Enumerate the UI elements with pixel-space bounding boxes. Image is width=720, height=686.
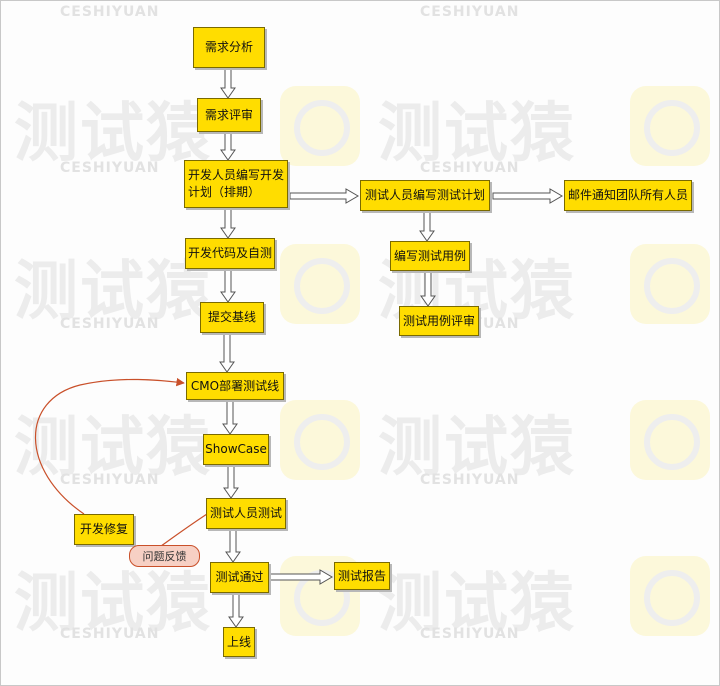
watermark-subtext: CESHIYUAN — [60, 4, 160, 20]
arrow-down — [220, 68, 236, 99]
node-submit-baseline: 提交基线 — [200, 302, 264, 333]
watermark-subtext: CESHIYUAN — [60, 316, 160, 332]
watermark-logo-icon — [280, 400, 360, 480]
arrow-right — [492, 188, 563, 204]
node-test-pass: 测试通过 — [210, 562, 269, 593]
arrow-down — [220, 208, 236, 239]
arrow-down — [420, 271, 436, 307]
watermark-text: 测试猿 — [14, 567, 212, 641]
node-test-report: 测试报告 — [334, 562, 390, 590]
arrow-down — [220, 269, 236, 303]
node-dev-code: 开发代码及自测 — [185, 238, 275, 269]
arrow-down — [220, 132, 236, 161]
watermark-logo-icon — [280, 244, 360, 324]
node-email-notify: 邮件通知团队所有人员 — [564, 180, 692, 211]
node-dev-fix: 开发修复 — [74, 514, 134, 545]
node-cmo-deploy: CMO部署测试线 — [186, 372, 284, 400]
watermark-text: 测试猿 — [378, 567, 576, 641]
watermark-text: 测试猿 — [14, 97, 212, 171]
watermark-subtext: CESHIYUAN — [60, 472, 160, 488]
arrow-down — [225, 529, 241, 563]
feedback-curve — [35, 377, 185, 515]
arrow-down — [419, 211, 435, 242]
watermark-logo-icon — [630, 244, 710, 324]
node-go-live: 上线 — [223, 627, 255, 657]
arrow-down — [219, 333, 235, 373]
arrow-down — [222, 400, 238, 435]
watermark-subtext: CESHIYUAN — [60, 160, 160, 176]
watermark-subtext: CESHIYUAN — [60, 626, 160, 642]
watermark-text: 测试猿 — [378, 411, 576, 485]
watermark-subtext: CESHIYUAN — [420, 4, 520, 20]
watermark-logo-icon — [630, 400, 710, 480]
watermark-logo-icon — [280, 86, 360, 166]
watermark-subtext: CESHIYUAN — [420, 626, 520, 642]
node-write-cases: 编写测试用例 — [390, 241, 470, 271]
watermark-subtext: CESHIYUAN — [420, 160, 520, 176]
node-requirement-analysis: 需求分析 — [193, 27, 265, 68]
watermark-text: 测试猿 — [14, 255, 212, 329]
node-requirement-review: 需求评审 — [197, 98, 261, 132]
watermark-text: 测试猿 — [378, 97, 576, 171]
issue-feedback-label: 问题反馈 — [129, 545, 200, 567]
node-showcase: ShowCase — [203, 434, 269, 465]
watermark-subtext: CESHIYUAN — [420, 472, 520, 488]
arrow-right — [289, 188, 359, 204]
arrow-right — [269, 569, 333, 585]
watermark-logo-icon — [630, 86, 710, 166]
node-dev-plan: 开发人员编写开发计划（排期） — [184, 160, 288, 208]
node-test-plan: 测试人员编写测试计划 — [360, 180, 490, 211]
node-case-review: 测试用例评审 — [399, 306, 479, 336]
watermark-text: 测试猿 — [14, 411, 212, 485]
arrow-down — [223, 465, 239, 499]
watermark-logo-icon — [630, 556, 710, 636]
node-tester-test: 测试人员测试 — [206, 498, 286, 529]
arrow-down — [228, 593, 244, 628]
